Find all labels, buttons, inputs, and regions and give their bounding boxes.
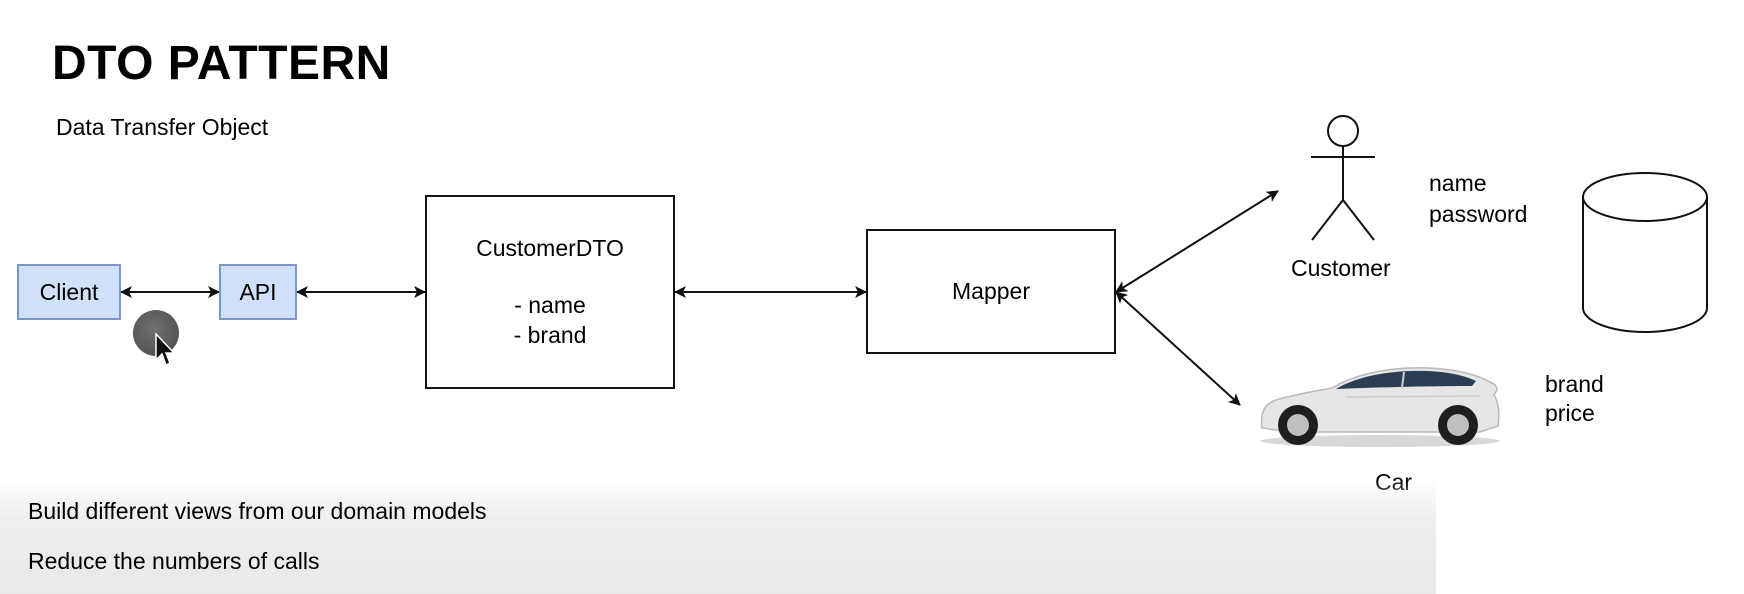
customer-dto-field-brand: - brand <box>513 321 587 348</box>
customer-label: Customer <box>1291 255 1391 281</box>
car-icon <box>1260 367 1500 447</box>
page-subtitle: Data Transfer Object <box>56 114 269 140</box>
customer-dto-title: CustomerDTO <box>476 234 624 261</box>
client-node-label: Client <box>39 278 99 305</box>
database-cylinder-icon <box>1582 172 1708 333</box>
connector-mapper-customer <box>1115 190 1279 293</box>
customer-dto-field-name: - name <box>514 291 586 318</box>
connector-mapper-car <box>1115 291 1241 406</box>
car-attribute-brand: brand <box>1545 371 1604 397</box>
mapper-node-label: Mapper <box>952 278 1030 304</box>
api-node-label: API <box>239 278 277 305</box>
car-attribute-price: price <box>1545 400 1595 426</box>
client-node: Client <box>17 264 121 320</box>
note-item: Reduce the numbers of calls <box>28 548 320 574</box>
customer-dto-node: CustomerDTO - name - brand <box>425 195 675 389</box>
customer-attribute-password: password <box>1429 201 1528 227</box>
stick-figure-icon <box>1311 115 1375 241</box>
mouse-pointer-icon <box>155 332 176 367</box>
mapper-node: Mapper <box>866 229 1116 354</box>
page-title: DTO PATTERN <box>52 37 391 90</box>
customer-attribute-name: name <box>1429 170 1487 196</box>
notes-panel <box>0 478 1436 594</box>
note-item: Build different views from our domain mo… <box>28 498 487 524</box>
api-node: API <box>219 264 297 320</box>
